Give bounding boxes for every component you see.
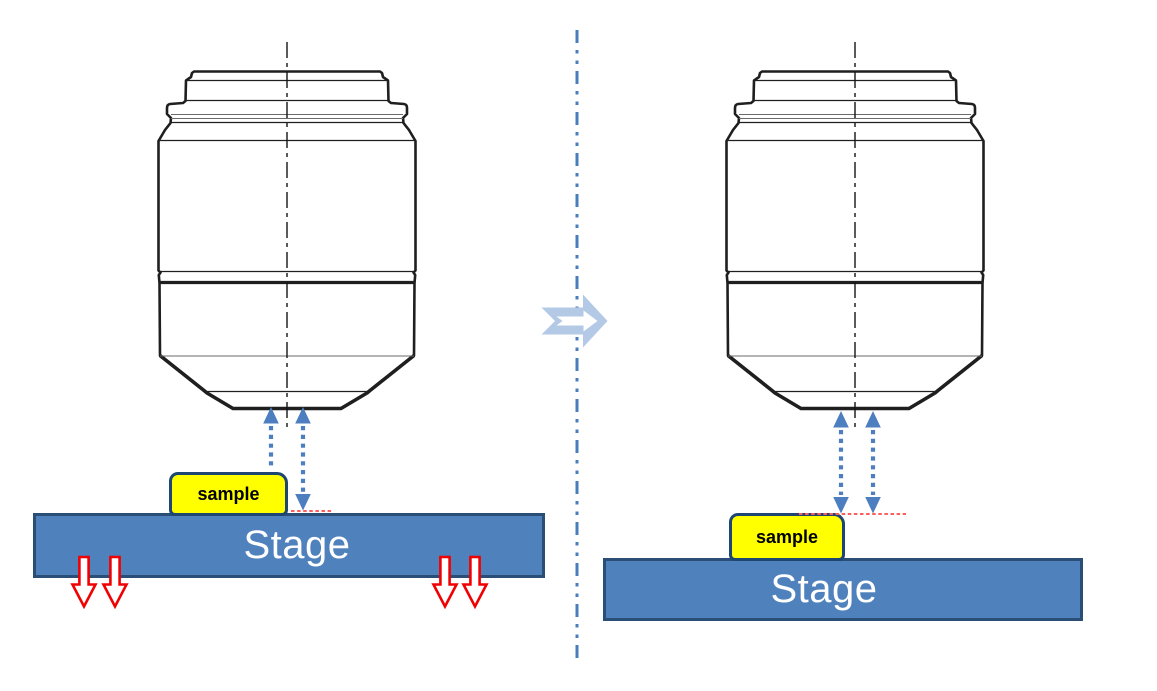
right-objective-drawing [724,40,986,430]
right-sample-label: sample [755,526,819,547]
left-stage-label: Stage [243,523,351,567]
right-stage-label: Stage [770,567,878,611]
left-objective-drawing [156,40,418,430]
right-stage: Stage [603,558,1083,621]
transition-arrow-icon [541,294,608,348]
right-focus-distance-arrows [833,411,881,514]
right-sample: sample [729,513,845,561]
left-sample-label: sample [197,483,260,504]
left-stage: Stage [33,513,545,578]
left-sample: sample [169,472,288,516]
